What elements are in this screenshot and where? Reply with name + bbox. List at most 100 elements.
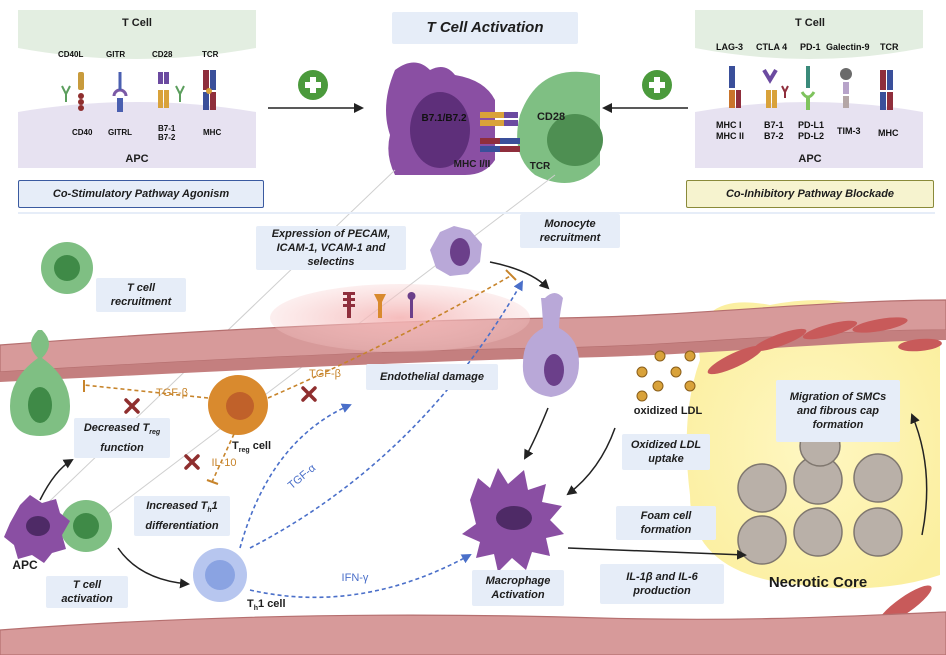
label-il10: IL-10 bbox=[211, 457, 237, 469]
green-tcell-bottom bbox=[60, 500, 112, 552]
inhibit-bar-icon bbox=[206, 479, 219, 485]
mol-tcr: TCR bbox=[202, 50, 219, 59]
treg-suffix: cell bbox=[249, 440, 272, 452]
green-tcell-top bbox=[41, 242, 93, 294]
apc-membrane-bottom-right bbox=[695, 102, 923, 168]
right-apc-label: APC bbox=[798, 153, 822, 165]
macrophage-cell bbox=[462, 468, 564, 572]
plus-icon bbox=[298, 70, 328, 100]
arrow-icon bbox=[489, 261, 550, 290]
necrotic-core-cells bbox=[737, 425, 903, 565]
mol-tim3: TIM-3 bbox=[837, 126, 861, 136]
inhibit-x-icon bbox=[184, 454, 200, 470]
label-apc: APC bbox=[12, 558, 38, 572]
left-tcell-label: T Cell bbox=[122, 17, 152, 29]
th1-suffix: 1 cell bbox=[258, 598, 286, 610]
cd40l-cd40-icon bbox=[61, 72, 84, 111]
il10-line bbox=[211, 433, 235, 483]
mol-cd40l: CD40L bbox=[58, 50, 84, 59]
decreased-treg-box: Decreased Treg function bbox=[74, 418, 170, 458]
arrow-icon bbox=[117, 547, 190, 589]
oxidized-ldl-uptake-box: Oxidized LDL uptake bbox=[622, 434, 710, 470]
macrophage-activation-box: Macrophage Activation bbox=[472, 570, 564, 606]
label-th1-cell: Th1 cell bbox=[247, 597, 307, 616]
mol-gitr: GITR bbox=[106, 50, 126, 59]
increased-th-num: 1 bbox=[211, 500, 218, 513]
arrow-icon bbox=[567, 547, 747, 560]
inhibit-x-icon bbox=[124, 398, 140, 414]
label-b7: B7.1/B7.2 bbox=[421, 113, 467, 124]
increased-th1-box: Increased Th1 differentiation bbox=[134, 496, 230, 536]
endothelial-damage-box: Endothelial damage bbox=[366, 364, 498, 390]
decreased-treg-sub: reg bbox=[149, 429, 161, 437]
ifn-gamma-line bbox=[249, 554, 472, 599]
transmigrating-monocyte bbox=[522, 293, 579, 397]
pd1-pdl-icon bbox=[800, 66, 816, 110]
synapse-illustration bbox=[386, 62, 603, 183]
tcell-activation-box: T cell activation bbox=[46, 576, 128, 608]
left-apc-label: APC bbox=[125, 153, 149, 165]
label-oxidized-ldl: oxidized LDL bbox=[633, 405, 703, 417]
arrow-icon bbox=[566, 427, 616, 496]
coinhib-caption: Co-Inhibitory Pathway Blockade bbox=[686, 180, 934, 208]
label-necrotic-core: Necrotic Core bbox=[768, 574, 868, 591]
label-tgf-beta-2: TGF-β bbox=[309, 368, 341, 380]
tcell-membrane-top-right bbox=[695, 10, 923, 59]
decreased-treg-line2: function bbox=[100, 441, 144, 454]
monocyte-recruitment-box: Monocyte recruitment bbox=[520, 214, 620, 248]
treg-letter: T bbox=[232, 440, 239, 452]
label-cd28: CD28 bbox=[536, 111, 566, 123]
right-tcell-label: T Cell bbox=[795, 17, 825, 29]
label-ifn-gamma: IFN-γ bbox=[341, 572, 369, 584]
oxidized-ldl-particles bbox=[636, 350, 696, 402]
th1-cell bbox=[193, 548, 247, 602]
smc-migration-box: Migration of SMCs and fibrous cap format… bbox=[776, 380, 900, 442]
increased-th-sub: h bbox=[207, 507, 212, 515]
inhibit-bar-icon bbox=[505, 269, 517, 281]
tgf-beta-line-2 bbox=[267, 274, 513, 399]
endothelium-bottom bbox=[0, 611, 946, 655]
th1-sub: h bbox=[253, 605, 259, 613]
apc-cell bbox=[4, 495, 70, 563]
mol-mhc-right: MHC bbox=[878, 128, 899, 138]
adhesion-molecules-icon bbox=[343, 292, 416, 318]
blue-dashed-line bbox=[249, 280, 523, 549]
mol-mhc: MHC bbox=[203, 128, 222, 137]
arrow-icon bbox=[39, 458, 74, 501]
tcr-mhc-right-icon bbox=[880, 70, 893, 110]
tcell-recruitment-box: T cell recruitment bbox=[96, 278, 186, 312]
mol-cd28: CD28 bbox=[152, 50, 173, 59]
label-mhc-i-ii: MHC I/II bbox=[453, 159, 491, 170]
apc-membrane-bottom bbox=[18, 102, 256, 168]
galectin-tim3-icon bbox=[840, 68, 852, 108]
monocyte-cell bbox=[430, 226, 482, 276]
gitr-gitrl-icon bbox=[112, 72, 128, 112]
inhibit-x-icon bbox=[301, 386, 317, 402]
mol-ctla4: CTLA 4 bbox=[756, 42, 788, 52]
ctla4-b7-icon bbox=[762, 68, 789, 108]
cd28-b7-icon bbox=[158, 72, 185, 108]
mol-galectin9: Galectin-9 bbox=[826, 42, 870, 52]
costim-panel bbox=[18, 10, 256, 168]
mol-b7: B7-1 B7-2 bbox=[158, 124, 176, 142]
tcell-membrane-top bbox=[18, 10, 256, 59]
lag3-mhc-icon bbox=[729, 66, 741, 108]
mol-tcr-right: TCR bbox=[880, 42, 899, 52]
mol-mhc-i-ii: MHC I MHC II bbox=[716, 120, 744, 141]
treg-sub: reg bbox=[238, 447, 250, 455]
damage-zone bbox=[270, 284, 530, 352]
treg-cell bbox=[208, 375, 268, 435]
mol-cd40: CD40 bbox=[72, 128, 93, 137]
mol-gitrl: GITRL bbox=[108, 128, 132, 137]
arrow-icon bbox=[524, 407, 549, 460]
page-title: T Cell Activation bbox=[392, 12, 578, 44]
cytokine-production-box: IL-1β and IL-6 production bbox=[600, 564, 724, 604]
label-treg-cell: Treg cell bbox=[232, 439, 292, 458]
decreased-treg-line1: Decreased Treg bbox=[84, 421, 160, 440]
mol-lag3: LAG-3 bbox=[716, 42, 743, 52]
th1-letter: T bbox=[247, 598, 254, 610]
mol-pd1: PD-1 bbox=[800, 42, 821, 52]
coinhib-panel bbox=[695, 10, 923, 168]
